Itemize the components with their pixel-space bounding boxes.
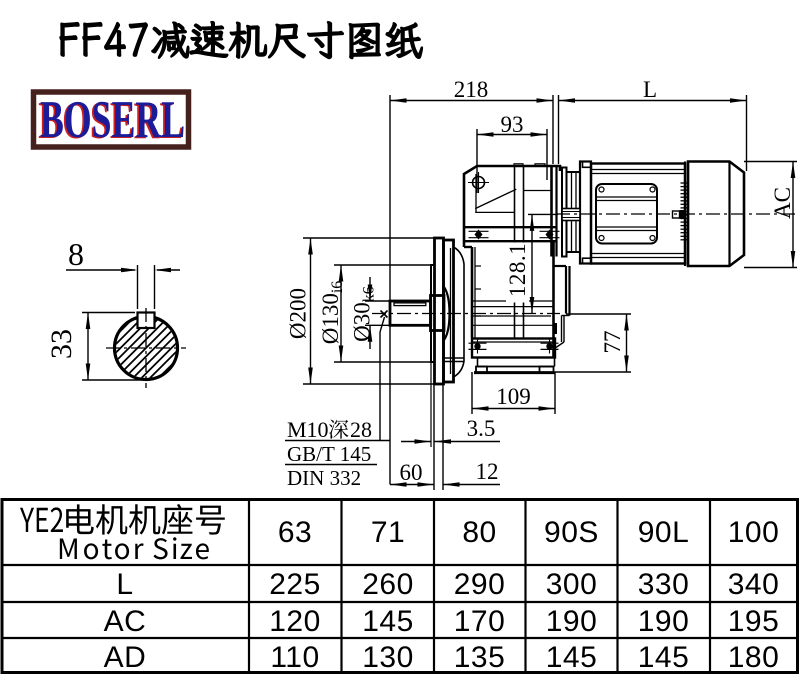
svg-text:77: 77 xyxy=(600,331,625,354)
svg-text:190: 190 xyxy=(546,605,598,638)
svg-text:71: 71 xyxy=(371,516,405,549)
svg-text:AC: AC xyxy=(104,605,147,638)
svg-text:GB/T 145: GB/T 145 xyxy=(287,442,371,466)
svg-text:170: 170 xyxy=(454,605,506,638)
svg-text:60: 60 xyxy=(400,460,423,485)
svg-text:225: 225 xyxy=(269,568,321,601)
svg-text:AC: AC xyxy=(770,187,795,219)
svg-text:DIN 332: DIN 332 xyxy=(287,466,361,490)
svg-text:90L: 90L xyxy=(638,516,690,549)
svg-text:BOSERL: BOSERL xyxy=(38,91,183,150)
svg-text:218: 218 xyxy=(454,77,489,102)
svg-text:260: 260 xyxy=(362,568,414,601)
svg-text:33: 33 xyxy=(45,329,78,359)
svg-text:300: 300 xyxy=(546,568,598,601)
svg-text:190: 190 xyxy=(638,605,690,638)
svg-text:330: 330 xyxy=(638,568,690,601)
svg-text:120: 120 xyxy=(269,605,321,638)
svg-text:180: 180 xyxy=(728,641,780,674)
svg-text:110: 110 xyxy=(270,641,319,674)
svg-text:340: 340 xyxy=(728,568,780,601)
svg-text:145: 145 xyxy=(362,605,414,638)
svg-text:145: 145 xyxy=(546,641,598,674)
svg-text:L: L xyxy=(643,77,657,102)
svg-text:L: L xyxy=(116,568,133,601)
svg-text:63: 63 xyxy=(278,516,312,549)
svg-text:130: 130 xyxy=(362,641,414,674)
svg-text:BOSERL: BOSERL xyxy=(40,90,185,149)
svg-text:145: 145 xyxy=(638,641,690,674)
svg-text:8: 8 xyxy=(68,236,84,272)
svg-text:290: 290 xyxy=(454,568,506,601)
svg-text:100: 100 xyxy=(728,516,780,549)
svg-text:Ø200: Ø200 xyxy=(286,288,311,339)
svg-text:195: 195 xyxy=(728,605,780,638)
svg-text:90S: 90S xyxy=(544,516,599,549)
svg-text:128.1: 128.1 xyxy=(505,243,530,297)
svg-text:109: 109 xyxy=(496,384,531,409)
svg-text:12: 12 xyxy=(476,459,499,484)
svg-text:93: 93 xyxy=(501,112,524,137)
svg-text:135: 135 xyxy=(454,641,506,674)
svg-text:AD: AD xyxy=(104,641,147,674)
svg-text:M10: M10 xyxy=(287,417,329,442)
svg-text:28: 28 xyxy=(350,417,372,442)
svg-text:80: 80 xyxy=(462,516,496,549)
svg-text:3.5: 3.5 xyxy=(467,416,496,441)
